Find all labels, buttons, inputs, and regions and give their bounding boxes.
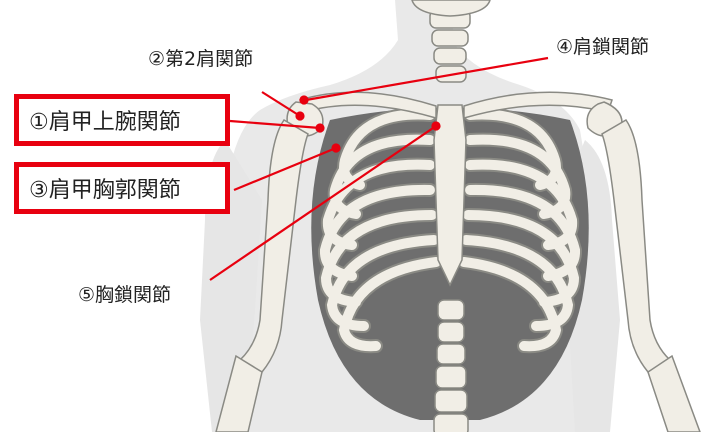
label-acromioclavicular: ④肩鎖関節 — [556, 38, 649, 57]
sternum — [434, 105, 466, 285]
label-scapulothoracic: ③肩甲胸郭関節 — [29, 172, 181, 204]
right-forearm — [648, 356, 700, 432]
leader-dot-sternoclavicular — [433, 123, 440, 130]
label-glenohumeral: ①肩甲上腕関節 — [29, 104, 181, 136]
label-box-scapulothoracic: ③肩甲胸郭関節 — [14, 162, 230, 214]
leader-dot-glenohumeral — [317, 125, 324, 132]
label-second-shoulder: ②第2肩関節 — [148, 50, 253, 69]
label-sternoclavicular: ⑤胸鎖関節 — [78, 286, 171, 305]
leader-dot-scapulothoracic — [333, 145, 340, 152]
leader-dot-second-shoulder — [297, 113, 304, 120]
label-box-glenohumeral: ①肩甲上腕関節 — [14, 94, 230, 146]
leader-dot-acromioclavicular — [301, 97, 308, 104]
